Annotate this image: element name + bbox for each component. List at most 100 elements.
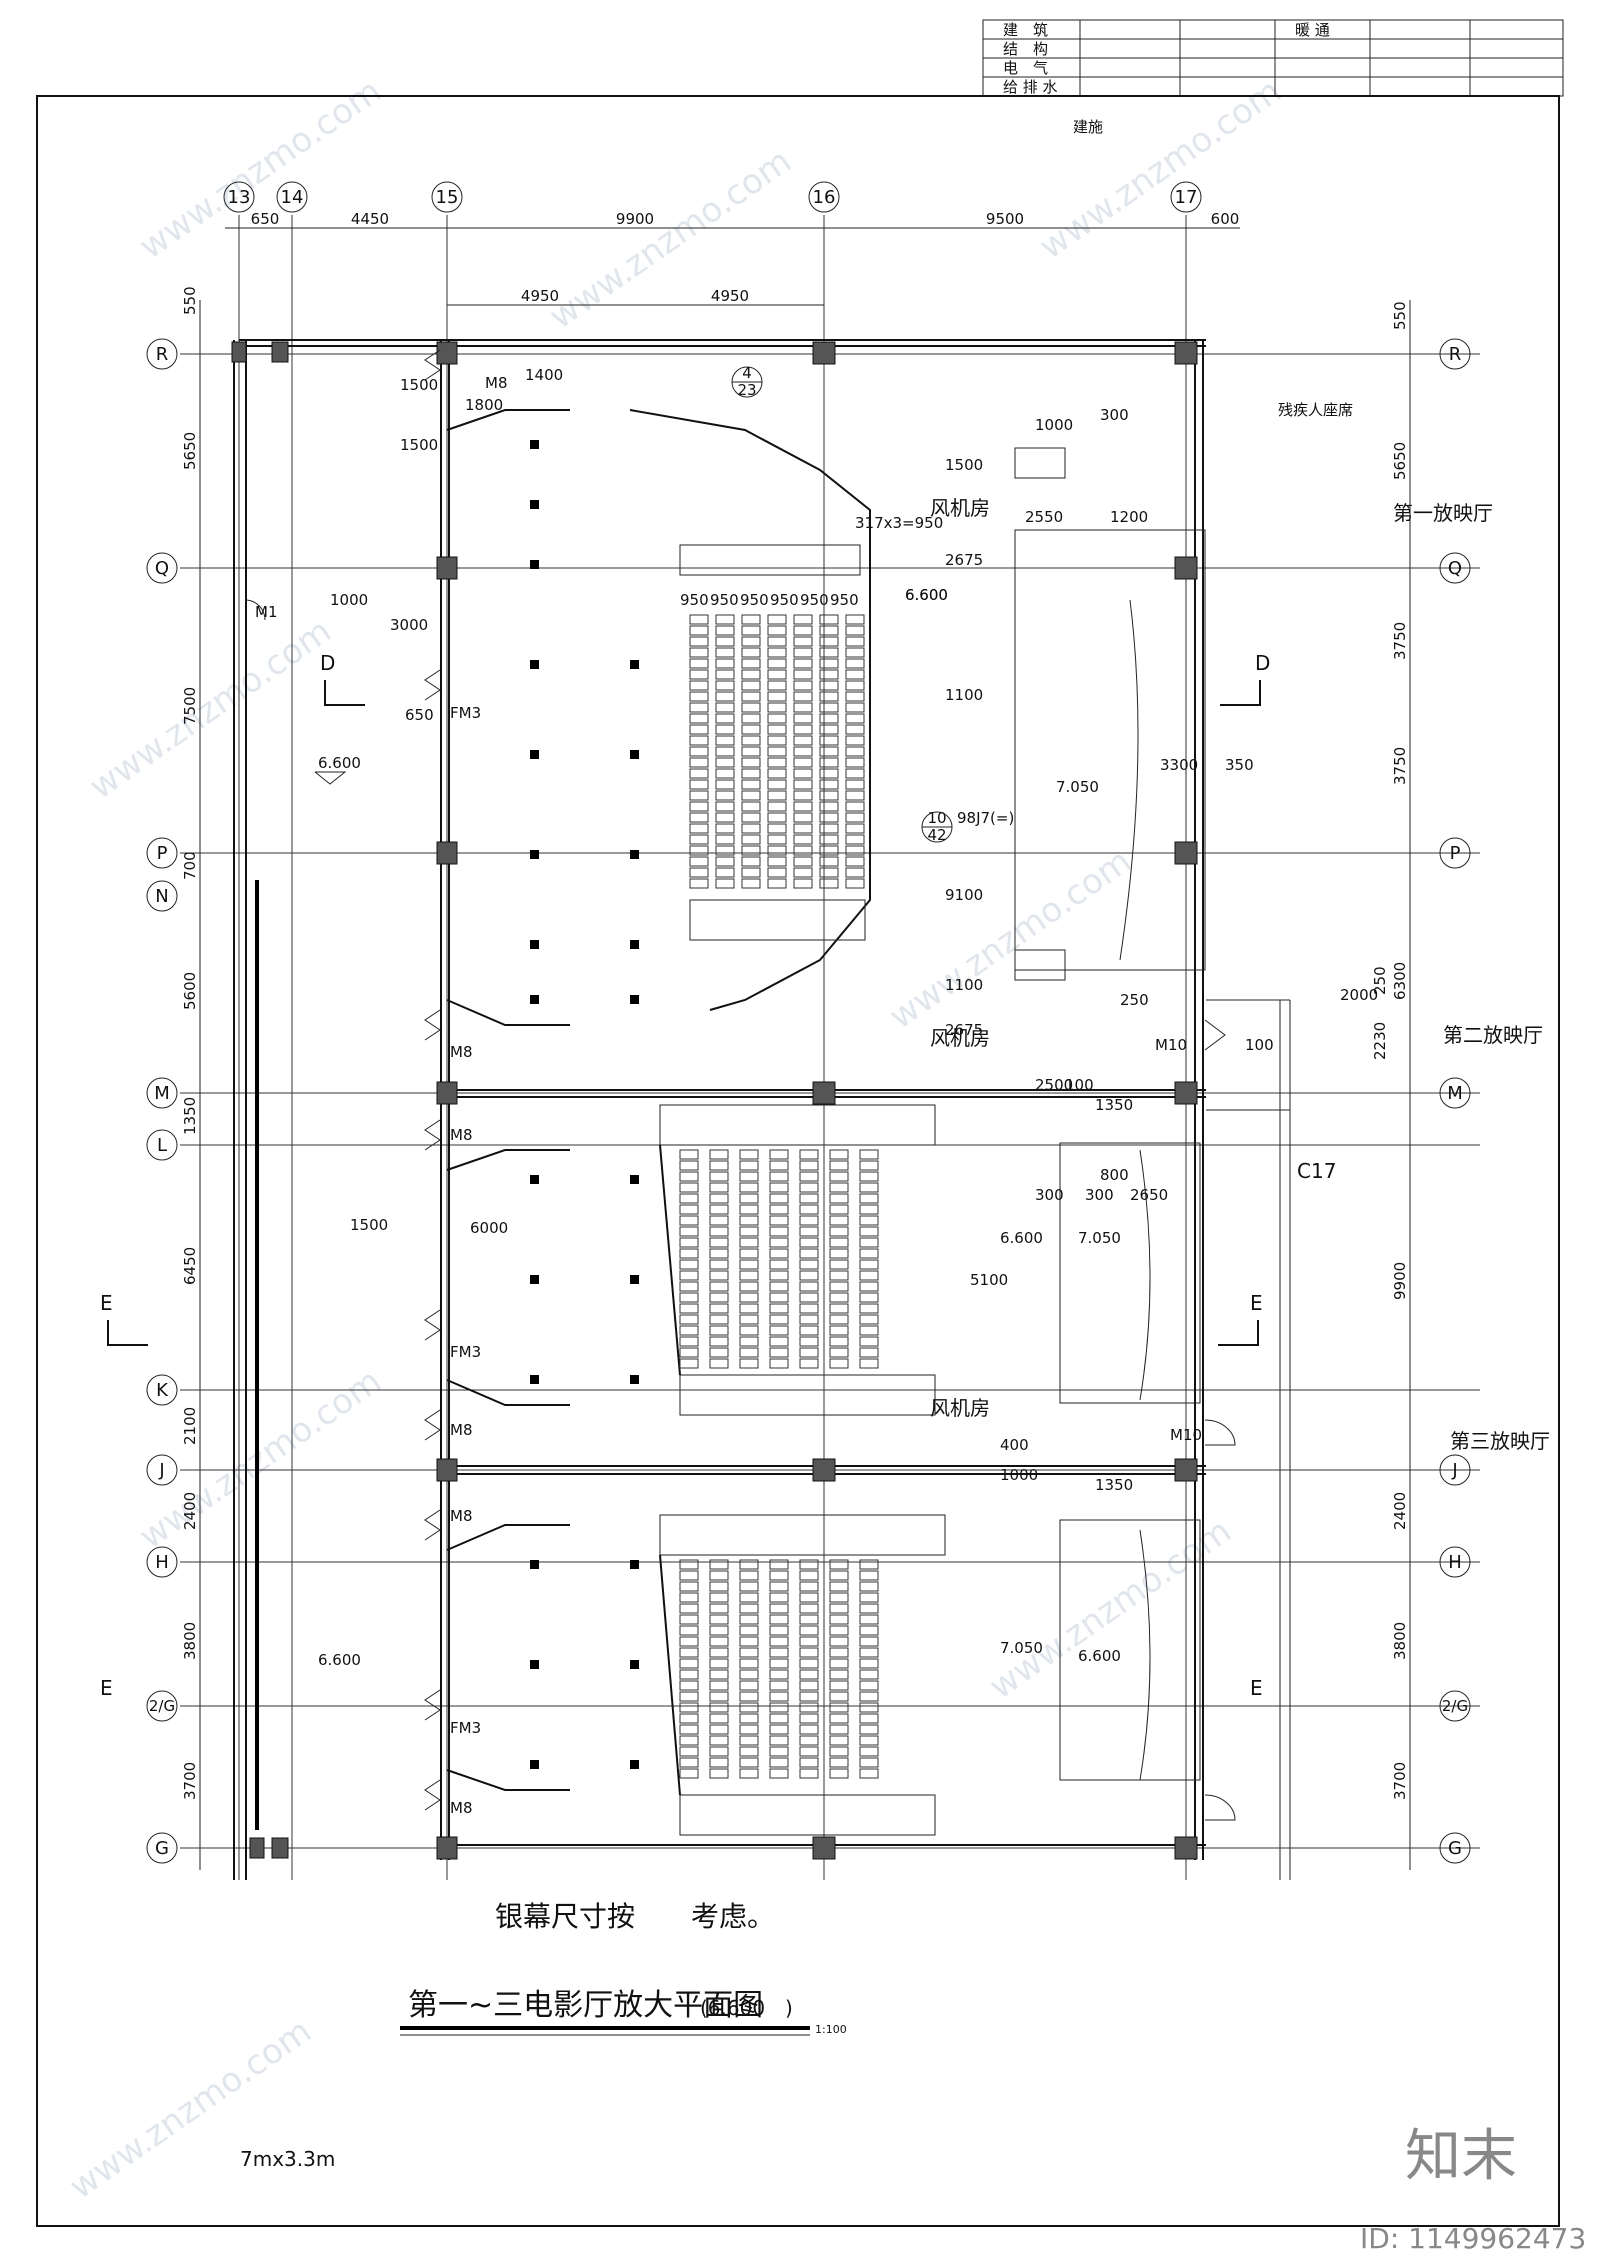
dim-text: 3300 [1160,756,1198,774]
seat [689,856,709,867]
seat [689,724,709,735]
seat [767,702,787,713]
seat [767,636,787,647]
right-dimensions: 550 5650 3750 3750 6300 250 2230 9900 24… [1371,300,1411,1870]
seat [679,1757,699,1768]
dim-text: 1500 [350,1216,388,1234]
seat [829,1636,849,1647]
svg-text:3700: 3700 [181,1762,199,1800]
seat [829,1237,849,1248]
dim-text: 1500 [400,376,438,394]
seat [709,1248,729,1259]
seat [799,1691,819,1702]
svg-text:M8: M8 [450,1043,473,1061]
svg-text:R: R [156,344,169,365]
seat [859,1215,879,1226]
svg-text:D: D [1255,651,1270,675]
seat [799,1735,819,1746]
title-row: 结 构 [1003,40,1048,58]
seat [739,1171,759,1182]
seat [715,757,735,768]
brand-logo: 知末 [1405,2124,1517,2189]
seat [819,867,839,878]
seat [739,1226,759,1237]
room-label-hall-2: 第二放映厅 [1443,1023,1543,1047]
seat [739,1713,759,1724]
seat [799,1281,819,1292]
seat [739,1259,759,1270]
seat [715,878,735,889]
seat [769,1314,789,1325]
dim-text: 2000 [1340,986,1378,1004]
seat [819,823,839,834]
dim-text: 1500 [400,436,438,454]
seat [799,1702,819,1713]
dim-text: 300 [1100,406,1129,424]
seat [709,1724,729,1735]
seat [769,1270,789,1281]
seat [819,757,839,768]
seat [715,614,735,625]
seat [679,1193,699,1204]
seat [799,1248,819,1259]
seat [679,1603,699,1614]
dim-text: 3000 [390,616,428,634]
svg-text:3800: 3800 [1391,1622,1409,1660]
svg-text:M8: M8 [450,1799,473,1817]
seat [829,1746,849,1757]
seat [769,1702,789,1713]
seat [767,658,787,669]
seat [739,1149,759,1160]
seat [793,779,813,790]
svg-text:5600: 5600 [181,972,199,1010]
seat [739,1768,759,1779]
seat [819,746,839,757]
seat [767,834,787,845]
seat [689,647,709,658]
seat [829,1215,849,1226]
seat [679,1581,699,1592]
room-labels: 第一放映厅 第二放映厅 第三放映厅 风机房 风机房 风机房 残疾人座席 [930,401,1550,1453]
seat [859,1570,879,1581]
seat [829,1614,849,1625]
seat [859,1581,879,1592]
seat [709,1592,729,1603]
seat [793,768,813,779]
seat [859,1226,879,1237]
aisle-markers [530,440,639,1769]
seat [709,1636,729,1647]
seat [739,1680,759,1691]
seat [679,1559,699,1570]
seat [767,790,787,801]
structural-columns [231,341,1198,1860]
seat [859,1746,879,1757]
seat [859,1680,879,1691]
seat [799,1669,819,1680]
seat [739,1636,759,1647]
title-col-header: 暖 通 [1295,21,1330,39]
seat [769,1303,789,1314]
seat [769,1669,789,1680]
seat [715,746,735,757]
seat [679,1171,699,1182]
seat [799,1215,819,1226]
seat [739,1160,759,1171]
seating-hall-2 [659,1104,936,1416]
seat [689,834,709,845]
seat [769,1292,789,1303]
seat [679,1658,699,1669]
seat [859,1625,879,1636]
seat [679,1204,699,1215]
seat [679,1325,699,1336]
seat [741,636,761,647]
seat [769,1658,789,1669]
seat [767,867,787,878]
seat [715,779,735,790]
svg-text:P: P [157,843,168,864]
seat [689,768,709,779]
seat [769,1691,789,1702]
seat [739,1735,759,1746]
seat [709,1735,729,1746]
seat [709,1336,729,1347]
